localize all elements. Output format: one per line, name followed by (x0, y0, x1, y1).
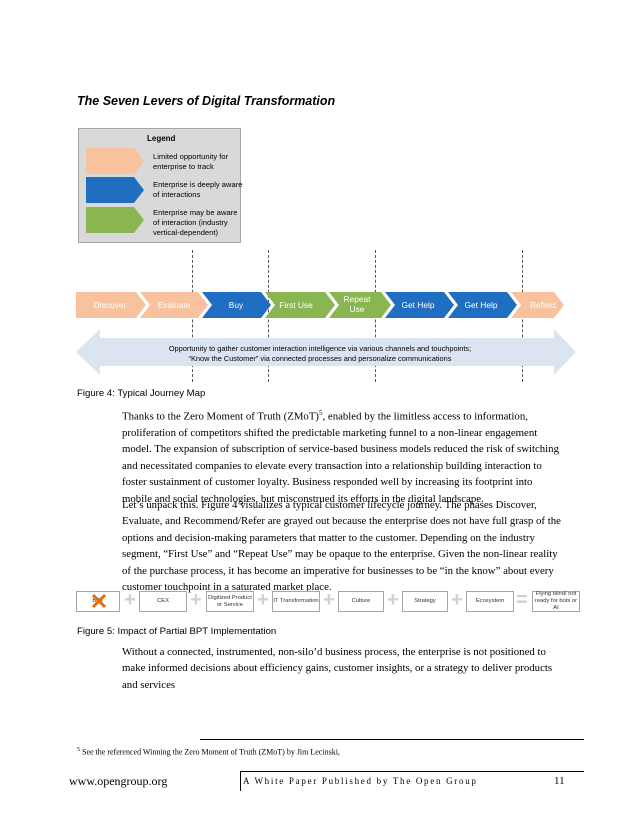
legend-title: Legend (147, 134, 176, 143)
arrow-caption-line-1: Opportunity to gather customer interacti… (168, 344, 472, 353)
footnote: 5 See the referenced Winning the Zero Mo… (77, 747, 340, 757)
eq-item-result: Flying blind/ not ready for bots or AI (532, 591, 580, 612)
legend-label: Limited opportunity for enterprise to tr… (153, 152, 229, 171)
stage-repeat-use (329, 292, 391, 318)
eq-item-digitized: Digitized Product or Service (206, 591, 254, 612)
figure5-caption: Figure 5: Impact of Partial BPT Implemen… (77, 626, 277, 637)
plus-sign: + (124, 589, 136, 611)
legend-item-limited: Limited opportunity for enterprise to tr… (86, 148, 236, 174)
footer-rule (240, 771, 584, 772)
stage-label: Get Help (464, 300, 498, 310)
page-number: 11 (554, 775, 565, 787)
eq-item-ecosystem: Ecosystem (466, 591, 514, 612)
legend: Legend Limited opportunity for enterpris… (78, 128, 242, 243)
plus-sign: + (323, 589, 335, 611)
paragraph-2: Let’s unpack this. Figure 4 visualizes a… (122, 499, 561, 594)
legend-label: Enterprise may be aware of interaction (… (153, 208, 238, 237)
footer-divider (240, 771, 241, 791)
stage-get-help-2 (448, 292, 517, 318)
journey-map (76, 292, 564, 318)
equals-sign: = (516, 589, 528, 611)
stage-label: Discover (93, 300, 127, 310)
arrow-caption: Opportunity to gather customer interacti… (150, 344, 490, 363)
stage-label: First Use (279, 300, 313, 310)
double-arrow (76, 329, 576, 375)
paragraph-1: Thanks to the Zero Moment of Truth (ZMoT… (122, 409, 559, 505)
footer-publisher: A White Paper Published by The Open Grou… (243, 776, 478, 786)
plus-sign: + (190, 589, 202, 611)
cross-icon (91, 593, 107, 609)
legend-swatch-green (86, 207, 144, 233)
legend-swatch-blue (86, 177, 144, 203)
stage-label: Buy (228, 300, 244, 310)
arrow-caption-line-2: “Know the Customer” via connected proces… (188, 353, 452, 363)
figure4-caption: Figure 4: Typical Journey Map (77, 388, 206, 399)
stage-evaluate (140, 292, 208, 318)
legend-swatch-peach (86, 148, 144, 174)
eq-item-culture: Culture (338, 591, 384, 612)
paragraph-3: Without a connected, instrumented, non-s… (122, 646, 553, 691)
legend-label: Enterprise is deeply aware of interactio… (153, 180, 243, 199)
stage-get-help-1 (385, 292, 454, 318)
legend-item-may-aware: Enterprise may be aware of interaction (… (86, 207, 237, 237)
stage-first-use (265, 292, 335, 318)
footer-url[interactable]: www.opengroup.org (69, 774, 168, 788)
legend-item-aware: Enterprise is deeply aware of interactio… (86, 177, 242, 203)
plus-sign: + (387, 589, 399, 611)
stage-label: Repeat Use (343, 294, 371, 314)
section-title: The Seven Levers of Digital Transformati… (77, 94, 336, 108)
stage-discover (76, 292, 146, 318)
eq-item-strategy: Strategy (402, 591, 448, 612)
stage-reflect (511, 292, 564, 318)
eq-item-it: IT Transformation (272, 591, 320, 612)
stage-label: Evaluate (157, 300, 191, 310)
footnote-rule (200, 739, 584, 740)
stage-label: Get Help (401, 300, 435, 310)
plus-sign: + (451, 589, 463, 611)
eq-item-cex: CEX (139, 591, 187, 612)
eq-item-bpt: BPT (76, 591, 120, 612)
stage-buy (202, 292, 271, 318)
stage-label: Reflect (529, 300, 557, 310)
plus-sign: + (257, 589, 269, 611)
